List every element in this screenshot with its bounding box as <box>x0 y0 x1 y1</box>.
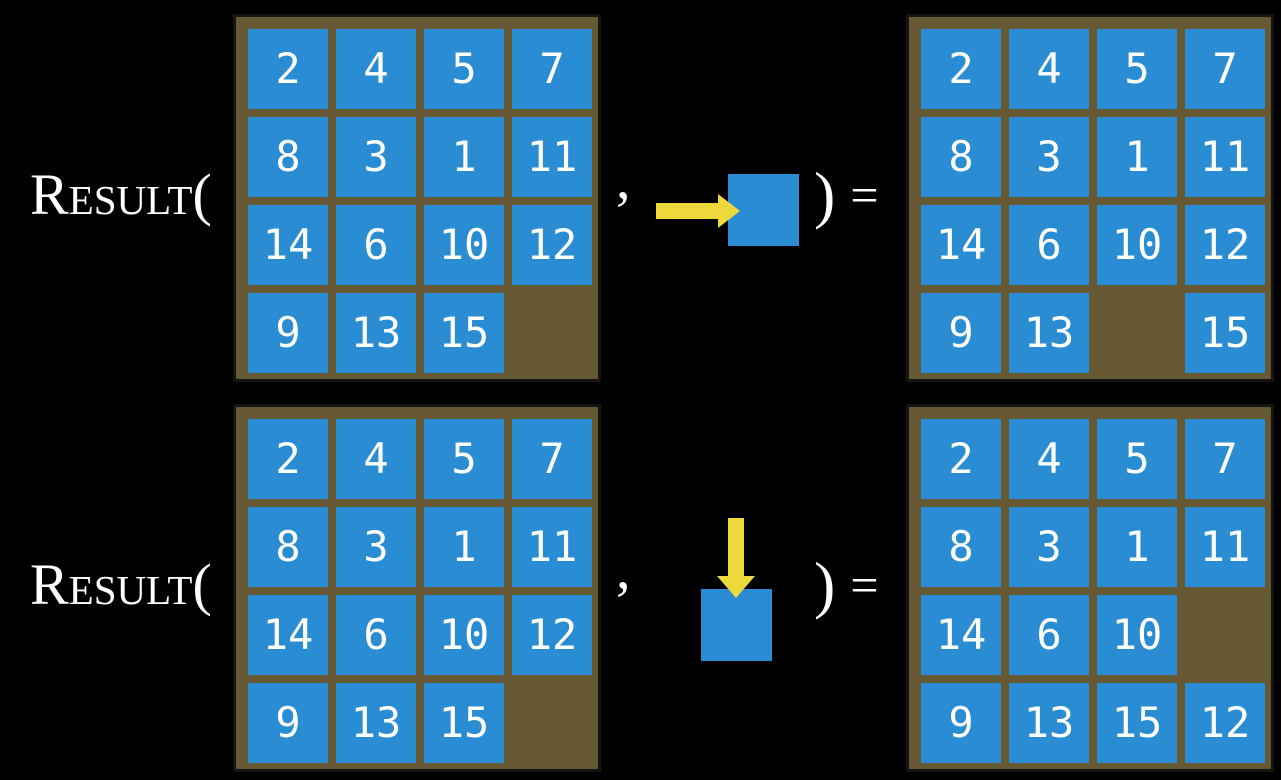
tile-11: 11 <box>512 117 592 197</box>
tile-7: 7 <box>1185 419 1265 499</box>
tile-12: 12 <box>1185 205 1265 285</box>
tile-4: 4 <box>1009 419 1089 499</box>
tile-2: 2 <box>921 419 1001 499</box>
result-function-label: Result( <box>30 552 212 617</box>
tile-3: 3 <box>336 117 416 197</box>
close-paren-equals: ) = <box>814 390 879 780</box>
result-function-label: Result( <box>30 162 212 227</box>
tile-4: 4 <box>336 419 416 499</box>
tile-15: 15 <box>424 683 504 763</box>
tile-14: 14 <box>248 205 328 285</box>
tile-9: 9 <box>921 683 1001 763</box>
tile-13: 13 <box>1009 683 1089 763</box>
empty-cell <box>512 293 592 373</box>
tile-3: 3 <box>336 507 416 587</box>
tile-1: 1 <box>1097 507 1177 587</box>
tile-14: 14 <box>248 595 328 675</box>
tile-3: 3 <box>1009 507 1089 587</box>
tile-6: 6 <box>336 595 416 675</box>
close-paren: ) <box>814 159 836 230</box>
tile-8: 8 <box>921 507 1001 587</box>
tile-2: 2 <box>248 29 328 109</box>
tile-14: 14 <box>921 205 1001 285</box>
tile-10: 10 <box>424 205 504 285</box>
tile-14: 14 <box>921 595 1001 675</box>
equals-sign: = <box>850 167 879 223</box>
close-paren: ) <box>814 549 836 620</box>
tile-5: 5 <box>424 29 504 109</box>
tile-6: 6 <box>1009 595 1089 675</box>
close-paren-equals: ) = <box>814 0 879 390</box>
action-tile <box>728 174 799 246</box>
tile-5: 5 <box>1097 419 1177 499</box>
tile-11: 11 <box>1185 117 1265 197</box>
tile-4: 4 <box>1009 29 1089 109</box>
tile-2: 2 <box>248 419 328 499</box>
tile-15: 15 <box>1097 683 1177 763</box>
tile-10: 10 <box>424 595 504 675</box>
tile-2: 2 <box>921 29 1001 109</box>
tile-1: 1 <box>1097 117 1177 197</box>
tile-11: 11 <box>1185 507 1265 587</box>
empty-cell <box>1185 595 1265 675</box>
tile-6: 6 <box>1009 205 1089 285</box>
tile-5: 5 <box>1097 29 1177 109</box>
tile-9: 9 <box>248 293 328 373</box>
tile-5: 5 <box>424 419 504 499</box>
tile-8: 8 <box>248 117 328 197</box>
tile-13: 13 <box>336 293 416 373</box>
tile-9: 9 <box>921 293 1001 373</box>
tile-7: 7 <box>1185 29 1265 109</box>
tile-1: 1 <box>424 117 504 197</box>
tile-1: 1 <box>424 507 504 587</box>
tile-9: 9 <box>248 683 328 763</box>
tile-11: 11 <box>512 507 592 587</box>
arrow-down-into-tile-icon <box>717 518 755 598</box>
tile-10: 10 <box>1097 595 1177 675</box>
empty-cell <box>512 683 592 763</box>
comma-separator: , <box>616 146 631 211</box>
tile-12: 12 <box>512 205 592 285</box>
tile-13: 13 <box>1009 293 1089 373</box>
tile-12: 12 <box>1185 683 1265 763</box>
tile-3: 3 <box>1009 117 1089 197</box>
tile-12: 12 <box>512 595 592 675</box>
tile-15: 15 <box>1185 293 1265 373</box>
tile-8: 8 <box>921 117 1001 197</box>
empty-cell <box>1097 293 1177 373</box>
tile-7: 7 <box>512 29 592 109</box>
action-tile <box>701 589 772 661</box>
tile-4: 4 <box>336 29 416 109</box>
tile-8: 8 <box>248 507 328 587</box>
arrow-right-into-tile-icon <box>656 194 740 228</box>
tile-6: 6 <box>336 205 416 285</box>
equals-sign: = <box>850 557 879 613</box>
tile-10: 10 <box>1097 205 1177 285</box>
tile-13: 13 <box>336 683 416 763</box>
tile-7: 7 <box>512 419 592 499</box>
comma-separator: , <box>616 536 631 601</box>
tile-15: 15 <box>424 293 504 373</box>
